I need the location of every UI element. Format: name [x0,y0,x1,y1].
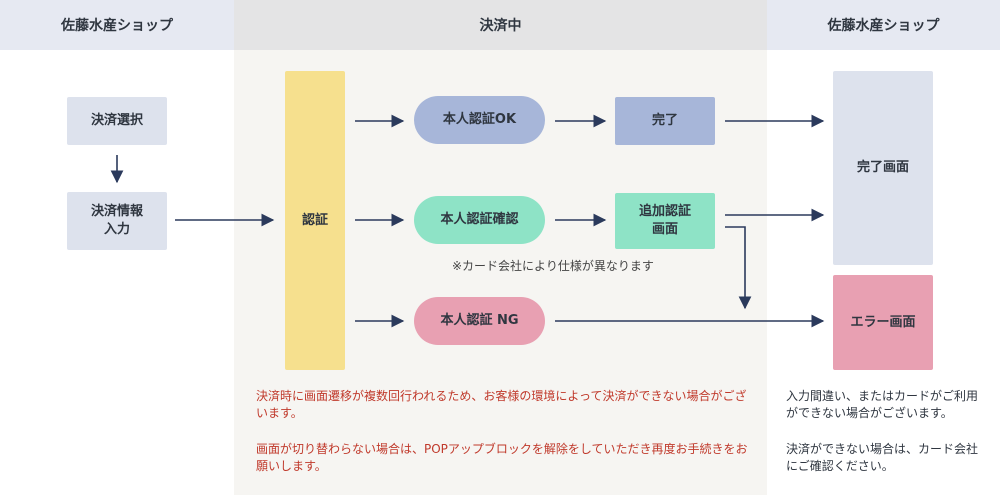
node-auth: 認証 [285,71,345,370]
node-auth-ok: 本人認証OK [414,96,545,144]
card-company-note: ※カード会社により仕様が異なります [452,259,654,273]
node-error-screen: エラー画面 [833,275,933,370]
warning-note-2: 画面が切り替わらない場合は、POPアップブロックを解除をしていただき再度お手続き… [256,442,748,474]
warning-note-1: 決済時に画面遷移が複数回行われるため、お客様の環境によって決済ができない場合がご… [256,389,747,421]
node-auth-label: 認証 [301,212,328,228]
node-auth-ok-label: 本人認証OK [442,112,517,128]
header-payment-in-progress: 決済中 [234,0,767,50]
node-payment-info-input-label: 決済情報 入力 [90,204,143,237]
node-complete-screen-label: 完了画面 [856,160,909,176]
node-complete-screen: 完了画面 [833,71,933,265]
node-error-screen-label: エラー画面 [850,314,916,330]
node-auth-confirm-label: 本人認証確認 [440,212,519,228]
node-complete-label: 完了 [651,113,678,129]
node-payment-info-input: 決済情報 入力 [67,192,167,250]
node-additional-auth: 追加認証 画面 [615,193,715,249]
node-complete: 完了 [615,97,715,145]
node-additional-auth-label: 追加認証 画面 [638,204,691,237]
node-payment-select-label: 決済選択 [90,113,143,129]
right-note-2: 決済ができない場合は、カード会社にご確認ください。 [786,442,979,474]
header-shop-right: 佐藤水産ショップ [767,0,1000,50]
header-shop-left: 佐藤水産ショップ [0,0,234,50]
node-auth-confirm: 本人認証確認 [414,196,545,244]
node-auth-ng-label: 本人認証 NG [440,313,519,329]
arrow-additional-to-error [725,226,752,310]
node-auth-ng: 本人認証 NG [414,297,545,345]
node-payment-select: 決済選択 [67,97,167,145]
right-note-1: 入力間違い、またはカードがご利用ができない場合がございます。 [786,389,979,421]
